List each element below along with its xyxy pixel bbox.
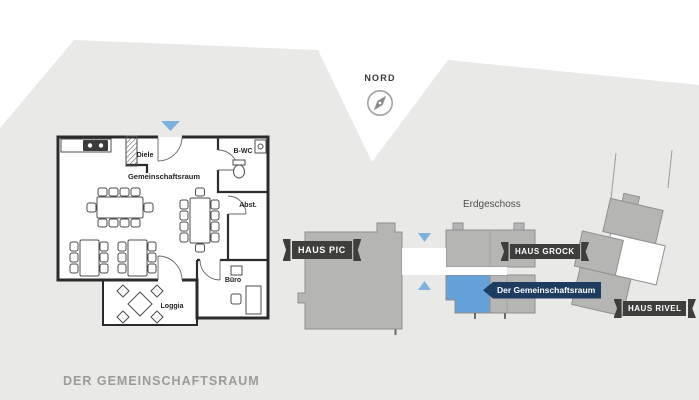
ribbon-haus-rivel[interactable]: HAUS RIVEL	[612, 299, 697, 318]
room-label-diele: Diele	[137, 152, 154, 159]
north-label: NORD	[364, 73, 396, 83]
arrow-down-icon	[418, 233, 431, 242]
ribbon-tail-icon	[613, 299, 622, 318]
building-haus-pic-shape	[297, 222, 403, 330]
floorplan: Diele Gemeinschaftsraum B-WC Abst. Büro …	[56, 121, 270, 326]
highlight-tag[interactable]: Der Gemeinschaftsraum	[483, 282, 602, 299]
ribbon-label: HAUS PIC	[292, 241, 352, 259]
room-label-bwc: B-WC	[233, 148, 252, 155]
door-arcs	[157, 136, 247, 281]
ribbon-haus-pic[interactable]: HAUS PIC	[281, 239, 363, 261]
ribbon-tail-icon	[687, 299, 696, 318]
floorplan-outer-walls	[56, 135, 270, 320]
ribbon-tail-icon	[353, 239, 362, 261]
highlight-room-shape[interactable]	[445, 274, 491, 314]
property-lines	[610, 149, 673, 200]
arrow-up-icon	[418, 281, 431, 290]
ribbon-tail-icon	[500, 242, 509, 261]
floorplan-footprint	[58, 137, 268, 325]
siteplan	[297, 149, 673, 335]
room-label-gemeinschaftsraum: Gemeinschaftsraum	[128, 172, 200, 181]
ribbon-label: HAUS RIVEL	[623, 301, 687, 316]
room-label-abst: Abst.	[239, 202, 257, 209]
grock-gap-shape	[446, 267, 507, 275]
entrance-arrow-icon	[161, 121, 180, 131]
compass-icon	[367, 90, 393, 116]
floorplan-furniture	[60, 135, 267, 324]
room-label-loggia: Loggia	[161, 303, 184, 310]
ribbon-haus-grock[interactable]: HAUS GROCK	[499, 242, 591, 261]
page-caption: DER GEMEINSCHAFTSRAUM	[63, 374, 260, 388]
ribbon-tail-icon	[581, 242, 590, 261]
ribbon-tail-icon	[282, 239, 291, 261]
floorplan-interior-walls	[126, 137, 268, 280]
room-label-buero: Büro	[225, 277, 241, 284]
loggia-walls	[102, 280, 198, 326]
ribbon-label: HAUS GROCK	[510, 244, 580, 259]
floor-label: Erdgeschoss	[463, 199, 521, 210]
corridor-shape	[402, 248, 446, 275]
